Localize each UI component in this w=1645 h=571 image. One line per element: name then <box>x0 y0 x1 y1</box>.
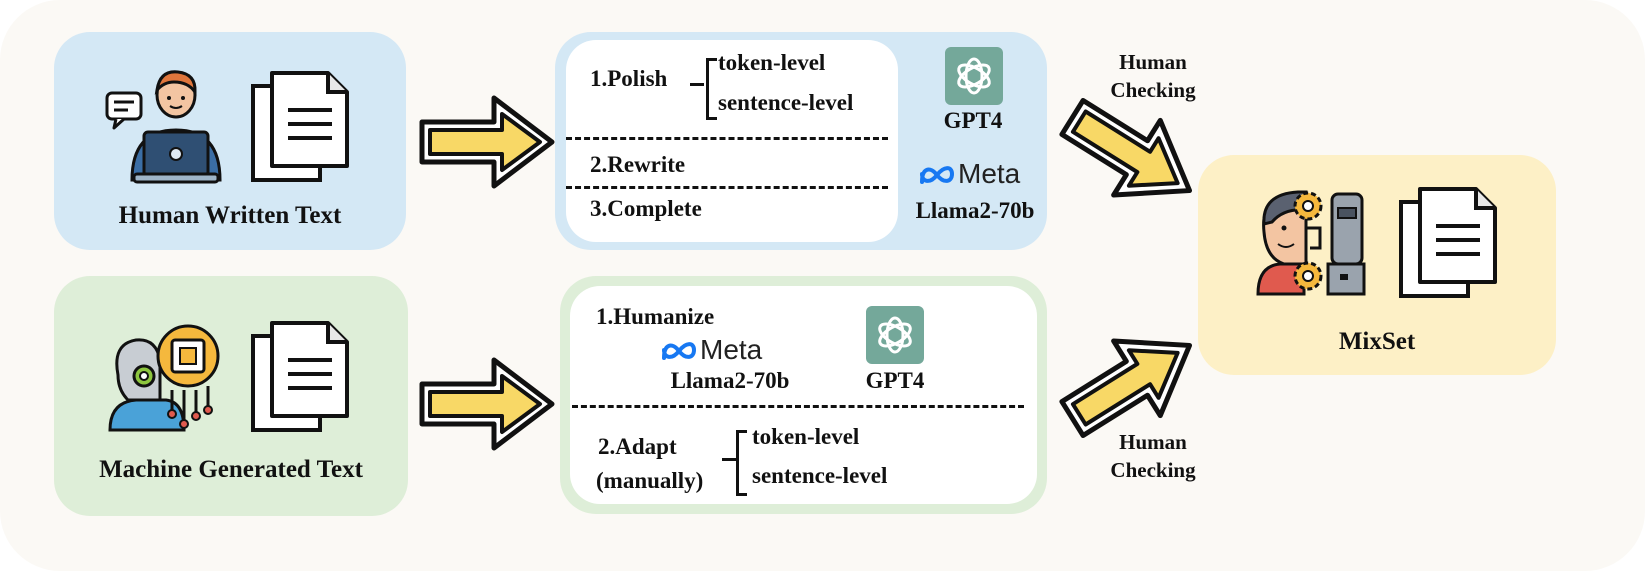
lower-tasks-card <box>570 286 1037 504</box>
human-checking-bottom-1: Human <box>1119 430 1187 454</box>
adapt-level-token: token-level <box>752 424 860 449</box>
human-checking-top-1: Human <box>1119 50 1187 74</box>
adapt-level-sentence: sentence-level <box>752 463 888 488</box>
task-adapt: 2.Adapt <box>598 434 677 459</box>
openai-logo-icon <box>866 306 924 364</box>
task-humanize: 1.Humanize <box>596 304 715 329</box>
polish-connector <box>690 83 704 86</box>
human-checking-top-2: Checking <box>1110 78 1196 102</box>
model-llama-lower: Llama2-70b <box>670 368 790 393</box>
human-checking-bottom-2: Checking <box>1110 458 1196 482</box>
gear-icon <box>1293 261 1323 291</box>
human-robot-face-icon <box>1256 190 1366 296</box>
arrow-machine-to-process <box>419 357 555 451</box>
openai-logo-icon <box>945 47 1003 105</box>
task-complete: 3.Complete <box>590 196 702 221</box>
person-laptop-icon <box>105 70 222 184</box>
upper-tasks-card <box>566 40 898 242</box>
document-icon <box>1399 187 1497 298</box>
human-text-label: Human Written Text <box>118 202 342 229</box>
meta-logo-icon <box>662 342 697 360</box>
chip-gear-icon <box>156 324 220 429</box>
task-polish: 1.Polish <box>590 66 668 91</box>
polish-level-token: token-level <box>718 50 826 75</box>
polish-level-sentence: sentence-level <box>718 90 854 115</box>
arrow-lower-to-mixset <box>1059 338 1193 439</box>
arrow-upper-to-mixset <box>1059 97 1193 198</box>
gear-icon <box>1293 191 1323 221</box>
task-adapt-note: (manually) <box>596 468 704 493</box>
adapt-bracket <box>736 430 747 496</box>
robot-head-icon <box>108 324 220 432</box>
machine-text-label: Machine Generated Text <box>99 456 363 483</box>
document-icon <box>251 321 349 432</box>
meta-brand-lower: Meta <box>700 334 763 365</box>
chat-bubble-icon <box>105 91 143 130</box>
model-gpt4-upper: GPT4 <box>943 108 1003 133</box>
task-rewrite: 2.Rewrite <box>590 152 686 177</box>
arrow-human-to-process <box>419 95 555 189</box>
model-gpt4-lower: GPT4 <box>865 368 925 393</box>
meta-logo-icon <box>920 166 955 184</box>
meta-brand-upper: Meta <box>958 158 1021 189</box>
model-llama-upper: Llama2-70b <box>915 198 1035 223</box>
polish-bracket <box>706 58 717 120</box>
adapt-connector <box>722 458 736 461</box>
document-icon <box>251 71 349 182</box>
lower-divider <box>572 405 1024 408</box>
upper-divider-2 <box>566 186 888 189</box>
upper-divider-1 <box>566 137 888 140</box>
mixset-label: MixSet <box>1338 328 1416 355</box>
